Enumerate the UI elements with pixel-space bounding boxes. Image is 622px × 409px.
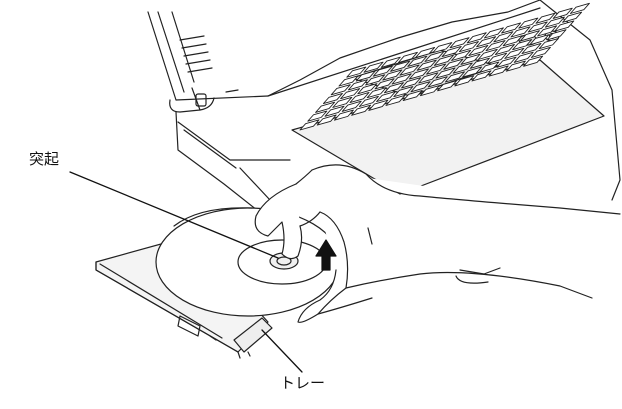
cd-disc [156,208,340,316]
protrusion-label: 突起 [29,152,59,167]
tray-label: トレー [280,376,325,391]
key-cap [570,3,589,13]
tray-leader-line [262,330,302,372]
